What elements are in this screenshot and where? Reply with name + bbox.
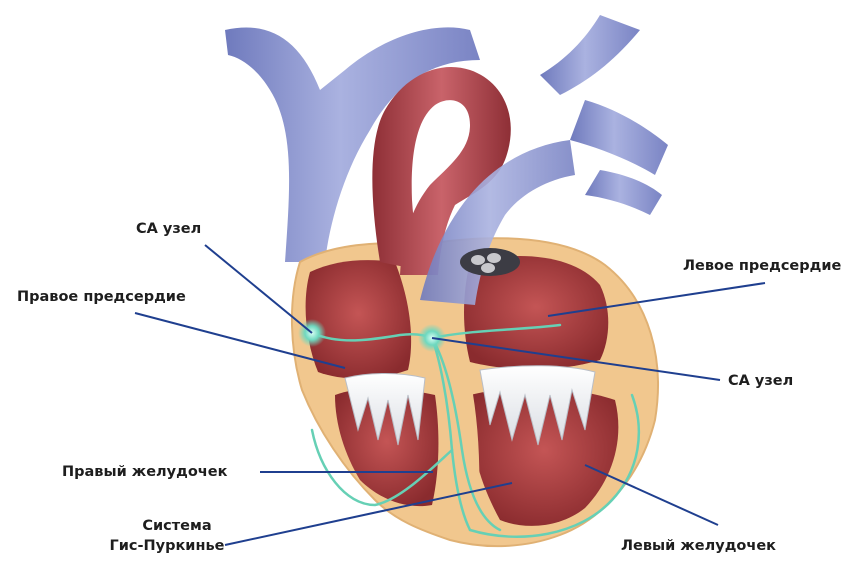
label-sa-node-upper: СА узел [136,220,201,238]
label-sa-node-lower: СА узел [728,372,793,390]
label-his-purkinje-line2: Гис-Пуркинье [107,537,227,555]
label-right-ventricle: Правый желудочек [62,463,227,481]
label-left-atrium: Левое предсердие [683,257,841,275]
label-right-atrium: Правое предсердие [17,288,186,306]
label-his-purkinje-line1: Система [127,517,227,535]
pulmonary-veins [570,100,668,215]
label-left-ventricle: Левый желудочек [621,537,776,555]
